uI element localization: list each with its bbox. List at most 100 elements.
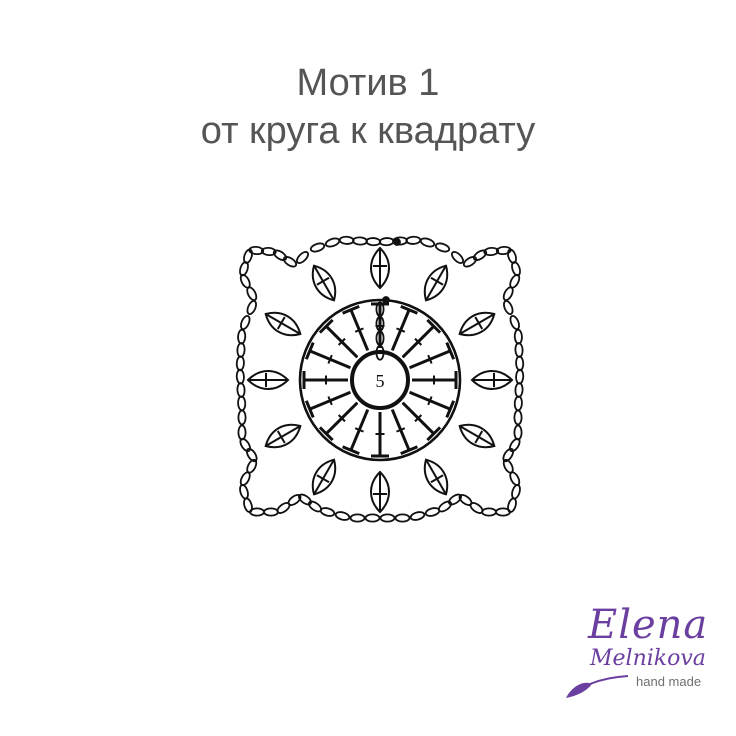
dc-top <box>426 426 442 442</box>
chain-stitch <box>365 237 382 247</box>
chain-stitch <box>513 395 523 412</box>
chain-stitch <box>296 251 309 264</box>
dc-top <box>318 426 334 442</box>
dc-cross <box>327 354 333 364</box>
chain-stitch <box>424 507 441 517</box>
slip-stitch-dot <box>382 296 390 304</box>
chain-stitch <box>409 511 426 521</box>
dc-top <box>304 400 315 418</box>
dc-top <box>304 342 315 360</box>
chain-stitch <box>237 409 247 426</box>
chain-stitch <box>513 328 523 345</box>
chain-stitch <box>237 395 247 412</box>
logo-first-name: Elena <box>588 602 709 648</box>
chain-stitch <box>243 497 253 513</box>
chain-stitch <box>240 315 251 330</box>
chain-stitch <box>249 507 265 517</box>
dc-cross <box>414 414 423 423</box>
slip-stitch-dot <box>393 238 401 246</box>
chain-stitch <box>515 355 525 372</box>
chain-stitch <box>513 409 523 426</box>
chain-stitch <box>434 242 451 253</box>
leaf-stitch <box>311 264 337 302</box>
chain-stitch <box>282 255 298 268</box>
chain-stitch <box>511 484 521 500</box>
dc-cross <box>396 327 406 333</box>
chain-stitch <box>236 382 246 398</box>
chain-stitch <box>239 471 251 487</box>
dc-cross <box>427 396 433 406</box>
chain-stitch <box>364 513 381 523</box>
chain-stitch <box>235 368 245 385</box>
chain-stitch <box>237 328 247 345</box>
chain-stitch <box>378 237 395 247</box>
dc-top <box>445 400 456 418</box>
chain-stitch <box>514 342 524 358</box>
chain-stitch <box>513 424 523 441</box>
double-crochet-stitches <box>302 302 458 458</box>
title-line-1: Мотив 1 <box>296 62 440 104</box>
title-line-2: от круга к квадрату <box>200 110 536 152</box>
chain-stitch <box>246 300 257 315</box>
chain-stitch <box>239 437 252 453</box>
chain-stitch <box>272 249 288 262</box>
chain-stitch <box>338 235 355 245</box>
chain-stitch <box>472 249 488 262</box>
leaf-stitch <box>246 370 290 390</box>
chain-stitch <box>405 235 422 245</box>
chain-stitch <box>514 382 524 398</box>
chain-stitch <box>352 236 368 246</box>
chain-stitch <box>495 245 512 256</box>
leaf-stitch <box>458 423 496 449</box>
dc-cross <box>396 427 406 433</box>
chain-stitch <box>419 237 436 248</box>
chain-stitch <box>309 242 326 253</box>
chain-stitch <box>263 507 279 517</box>
leaf-stitch <box>423 458 449 496</box>
chain-stitch <box>334 511 351 521</box>
chain-stitch <box>483 246 500 257</box>
leaf-stitch <box>423 264 449 302</box>
dc-cross <box>414 337 423 346</box>
brush-leaf-icon <box>566 675 629 698</box>
chain-stitch <box>239 484 249 500</box>
magic-ring <box>350 350 410 410</box>
leaf-stitch <box>370 470 390 514</box>
chain-stitch <box>503 300 514 315</box>
dc-top <box>400 304 418 315</box>
leaf-stitches <box>246 246 514 514</box>
dc-top <box>426 318 442 334</box>
chain-stitch <box>507 248 517 264</box>
chain-stitch <box>324 237 341 248</box>
chain-stitch <box>379 513 396 523</box>
chain-stitch <box>287 494 302 506</box>
chain-stitch <box>237 424 247 441</box>
outer-chain-loops <box>235 235 525 523</box>
leaf-stitch <box>470 370 514 390</box>
chain-stitch <box>451 251 464 264</box>
center-round-number: 5 <box>376 371 385 391</box>
chain-stitch <box>507 497 517 513</box>
dc-cross <box>427 354 433 364</box>
leaf-stitch <box>264 311 302 337</box>
chain-stitch <box>236 342 246 358</box>
leaf-stitch <box>370 246 390 290</box>
logo-last-name: Melnikova <box>590 646 706 671</box>
chain-stitch <box>394 513 411 523</box>
dc-cross <box>354 427 364 433</box>
leaf-stitch <box>311 458 337 496</box>
chain-stitch <box>349 513 366 523</box>
dc-top <box>342 304 360 315</box>
brand-logo: Elena Melnikova hand made <box>560 600 720 710</box>
leaf-stitch <box>458 311 496 337</box>
chain-stitch <box>319 507 336 517</box>
dc-cross <box>354 327 364 333</box>
chain-stitch <box>481 507 497 517</box>
leaf-stitch <box>264 423 302 449</box>
dc-top <box>400 445 418 456</box>
round-outer-ring <box>298 298 462 462</box>
dc-top <box>445 342 456 360</box>
dc-top <box>342 445 360 456</box>
dc-cross <box>337 414 346 423</box>
chain-stitch <box>235 355 245 372</box>
